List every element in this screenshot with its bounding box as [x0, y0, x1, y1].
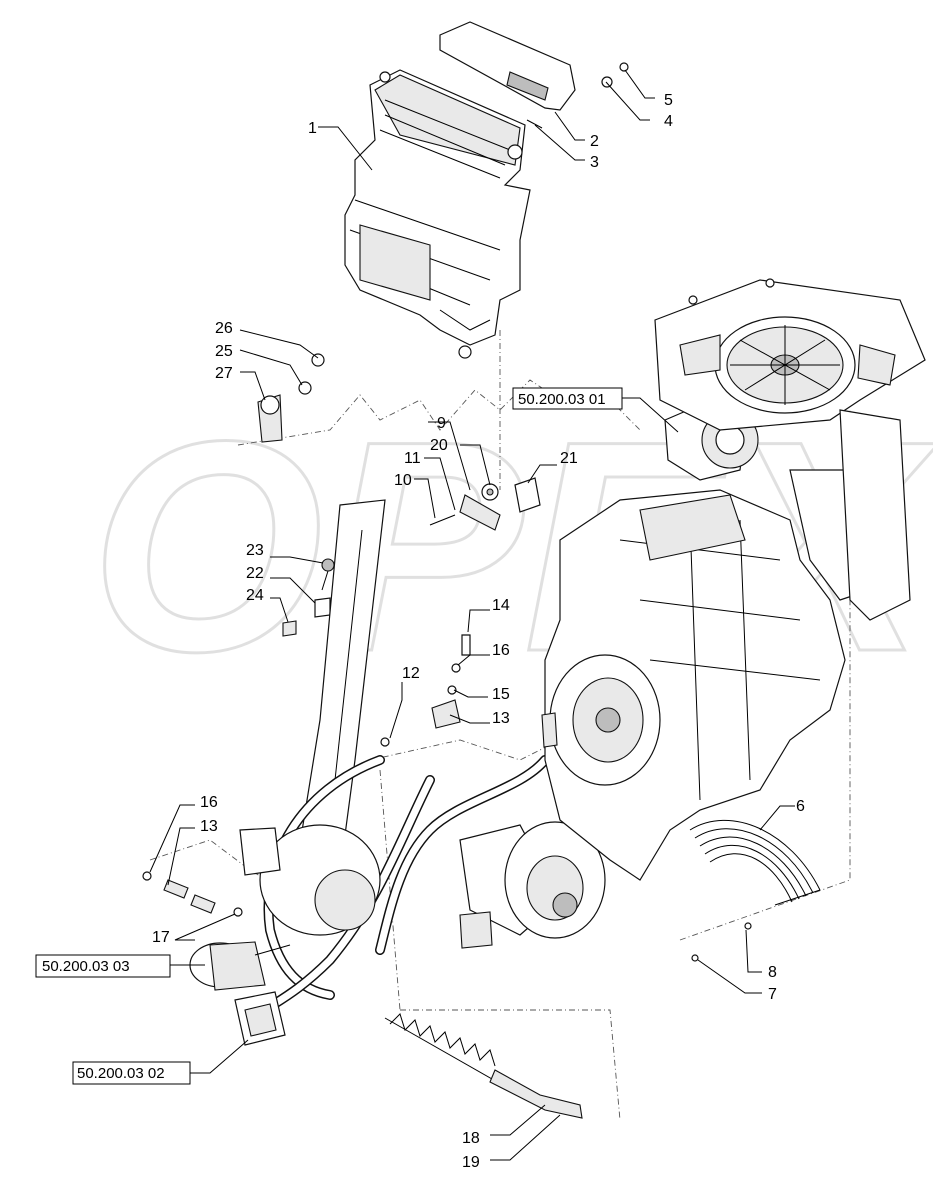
bolt-stack [380, 634, 558, 748]
clip-assembly [257, 353, 325, 443]
callout-15: 15 [492, 686, 510, 703]
callout-5: 5 [664, 92, 673, 109]
callout-26: 26 [215, 320, 233, 337]
connector-parts [282, 558, 335, 637]
spring-rod [384, 1013, 583, 1119]
callout-6: 6 [796, 798, 805, 815]
callout-13: 13 [492, 710, 510, 727]
callout-24: 24 [246, 587, 264, 604]
callout-25: 25 [215, 343, 233, 360]
drive-motor [459, 821, 606, 949]
assembly-dash-lines [149, 330, 851, 1121]
bracket-parts [429, 477, 541, 531]
callout-labels: 1 2 3 4 5 6 7 8 9 10 11 12 13 13 14 15 1… [152, 92, 805, 1171]
callout-23: 23 [246, 542, 264, 559]
radiator-fan [654, 278, 926, 621]
callout-11: 11 [404, 450, 421, 467]
callout-10: 10 [394, 472, 412, 489]
callout-20: 20 [430, 437, 448, 454]
filter-cover [439, 21, 576, 111]
callout-14: 14 [492, 597, 510, 614]
hvac-unit [344, 69, 531, 359]
ref-box-50-200-03-02[interactable]: 50.200.03 02 [72, 1061, 191, 1085]
hardware-lower-left [142, 871, 243, 917]
screw-8 [744, 922, 752, 930]
callout-19: 19 [462, 1154, 480, 1171]
ref-label-03: 50.200.03 03 [42, 958, 130, 975]
callout-3: 3 [590, 154, 599, 171]
callout-1: 1 [308, 120, 317, 137]
screw-7 [691, 954, 699, 962]
callout-16: 16 [492, 642, 510, 659]
callout-12: 12 [402, 665, 420, 682]
callout-18: 18 [462, 1130, 480, 1147]
ref-label-02: 50.200.03 02 [77, 1065, 165, 1082]
screw-3 [526, 119, 543, 129]
valve-assembly [234, 991, 286, 1046]
ref-box-50-200-03-01[interactable]: 50.200.03 01 [512, 387, 623, 410]
washer-4 [601, 76, 613, 88]
pump-assembly [189, 941, 291, 991]
callout-4: 4 [664, 113, 673, 130]
ref-label-01: 50.200.03 01 [518, 391, 606, 408]
callout-17: 17 [152, 929, 170, 946]
callout-13b: 13 [200, 818, 218, 835]
screw-5 [619, 62, 629, 72]
callout-16b: 16 [200, 794, 218, 811]
callout-21: 21 [560, 450, 578, 467]
ref-box-50-200-03-03[interactable]: 50.200.03 03 [35, 954, 171, 978]
callout-7: 7 [768, 986, 777, 1003]
blower-housing [239, 824, 381, 936]
callout-22: 22 [246, 565, 264, 582]
callout-8: 8 [768, 964, 777, 981]
callout-9: 9 [437, 415, 446, 432]
spring-bundle [689, 819, 821, 906]
callout-27: 27 [215, 365, 233, 382]
callout-2: 2 [590, 133, 599, 150]
leader-lines [149, 69, 795, 1161]
